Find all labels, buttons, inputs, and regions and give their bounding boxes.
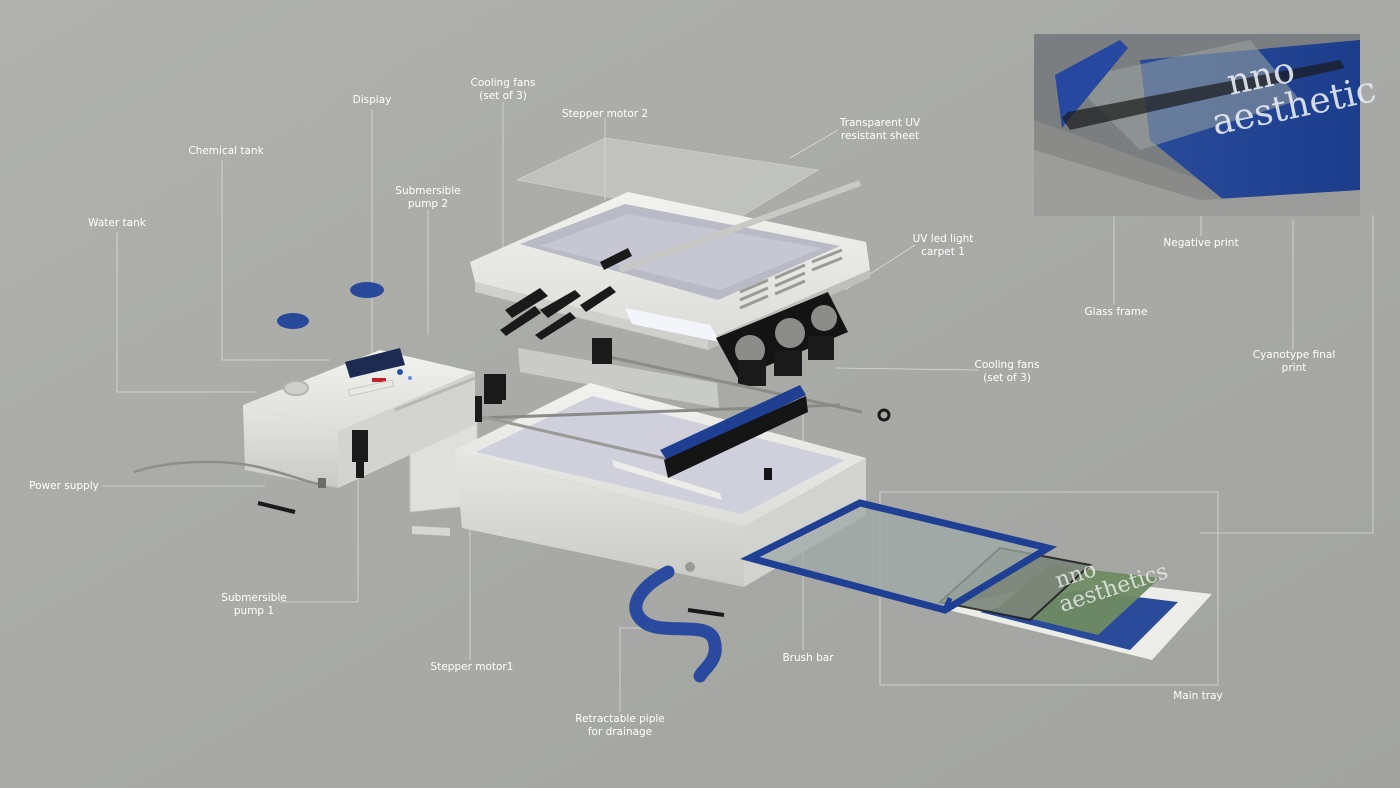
inset-closeup [1034, 34, 1360, 216]
pump-2 [484, 374, 502, 404]
label-water-tank: Water tank [88, 217, 146, 230]
label-uv-led-carpet: UV led light carpet 1 [913, 233, 974, 258]
label-submersible-pump-1: Submersible pump 1 [221, 592, 286, 617]
label-brush-bar: Brush bar [782, 652, 833, 665]
stepper-motor-2 [592, 338, 612, 364]
pump-1 [352, 430, 368, 462]
label-cyanotype-print: Cyanotype final print [1253, 349, 1335, 374]
label-stepper-motor-1: Stepper motor1 [431, 661, 514, 674]
label-retractable-pipe: Retractable piple for drainage [575, 713, 664, 738]
label-chemical-tank: Chemical tank [188, 145, 263, 158]
label-main-tray: Main tray [1173, 690, 1223, 703]
label-submersible-pump-2: Submersible pump 2 [395, 185, 460, 210]
label-negative-print: Negative print [1163, 237, 1238, 250]
label-stepper-motor-2: Stepper motor 2 [562, 108, 648, 121]
water-cap [350, 282, 384, 298]
label-power-supply: Power supply [29, 480, 99, 493]
label-display: Display [353, 94, 392, 107]
label-transparent-sheet: Transparent UV resistant sheet [840, 117, 920, 142]
label-glass-frame: Glass frame [1085, 306, 1148, 319]
label-cooling-fans-bottom: Cooling fans (set of 3) [975, 359, 1040, 384]
chemical-cap [277, 313, 309, 329]
label-cooling-fans-top: Cooling fans (set of 3) [471, 77, 536, 102]
